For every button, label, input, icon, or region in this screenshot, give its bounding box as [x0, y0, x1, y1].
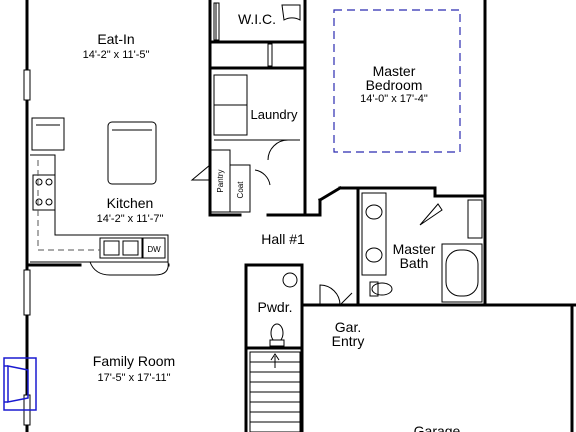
- master-bedroom-label-line1: Master: [373, 63, 416, 79]
- wic-label: W.I.C.: [238, 11, 276, 27]
- master-bedroom-dims: 14'-0" x 17'-4": [360, 93, 428, 105]
- utility-area: [190, 2, 301, 213]
- coat-label: Coat: [236, 181, 245, 199]
- eat-in-label: Eat-In: [97, 31, 134, 47]
- stairs: [249, 351, 301, 432]
- family-room-dims: 17'-5" x 17'-11": [98, 372, 171, 384]
- garage-entry-label-line1: Gar.: [335, 319, 361, 335]
- master-bath-label-line2: Bath: [400, 255, 429, 271]
- dishwasher: [142, 237, 166, 259]
- pantry-label: Pantry: [216, 169, 225, 192]
- doors: [319, 284, 353, 306]
- powder-fixtures: [269, 272, 298, 347]
- powder-label: Pwdr.: [257, 299, 292, 315]
- kitchen-label: Kitchen: [107, 195, 154, 211]
- garage-entry-label-line2: Entry: [332, 333, 365, 349]
- tray-ceiling-outline: [333, 9, 461, 153]
- hall-label: Hall #1: [261, 231, 305, 247]
- master-bath-label-line1: Master: [393, 241, 436, 257]
- kitchen-dims: 14'-2" x 11'-7": [97, 213, 164, 225]
- kitchen-counters: [30, 117, 169, 276]
- kitchen-island: [107, 121, 157, 185]
- garage-label: Garage: [414, 423, 461, 432]
- master-bedroom-label-line2: Bedroom: [366, 77, 423, 93]
- master-bath-fixtures: [361, 192, 483, 303]
- laundry-label: Laundry: [251, 107, 298, 122]
- family-room-label: Family Room: [93, 353, 175, 369]
- eat-in-dims: 14'-2" x 11'-5": [83, 49, 150, 61]
- fireplace: [3, 357, 37, 411]
- dishwasher-label: DW: [147, 245, 161, 254]
